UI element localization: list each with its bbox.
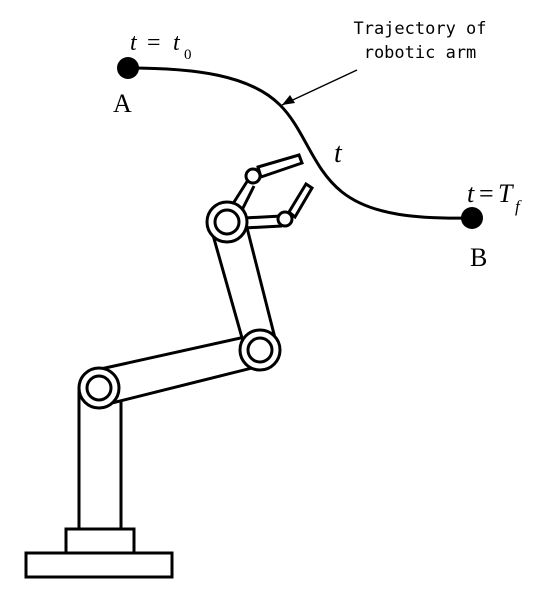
shoulder-joint-icon (77, 366, 121, 410)
point-a-label: A (113, 89, 132, 118)
gripper-finger-joint-lower-icon (276, 210, 294, 228)
point-a-equals: = (147, 30, 161, 56)
gripper-finger-upper (256, 153, 304, 179)
arm-link-column (77, 386, 123, 531)
point-b-marker (461, 207, 483, 229)
arm-base-pedestal (64, 527, 136, 555)
arm-link-upper (94, 333, 266, 407)
elbow-joint-icon (238, 328, 282, 372)
point-a-time-var: t (130, 30, 138, 56)
point-b-time-subscript: f (515, 197, 522, 216)
point-a-time-label: t = t 0 (130, 30, 192, 63)
point-a-marker (117, 57, 139, 79)
point-b-time-var: t (467, 179, 475, 208)
point-a-time-subscript: 0 (184, 47, 192, 63)
point-b-equals: = (479, 179, 494, 208)
gripper-finger-lower (287, 181, 315, 220)
robotic-arm (24, 153, 315, 579)
annotation-arrow-icon (282, 95, 295, 105)
arm-base-plate (24, 551, 174, 579)
wrist-joint-icon (205, 200, 249, 244)
annotation-arrow-line (281, 69, 358, 106)
gripper-stem-lower (243, 214, 283, 220)
trajectory-curve (127, 66, 473, 220)
point-b-time-label: t = T f (467, 179, 522, 216)
annotation-text-line2: robotic arm (364, 43, 477, 63)
point-b-time-value: T (498, 179, 514, 208)
gripper-stem-lower-2 (243, 224, 283, 230)
point-a-time-value: t (173, 30, 181, 56)
path-time-label: t (334, 138, 343, 169)
point-b-label: B (470, 243, 487, 272)
annotation-text-line1: Trajectory of (353, 19, 486, 39)
